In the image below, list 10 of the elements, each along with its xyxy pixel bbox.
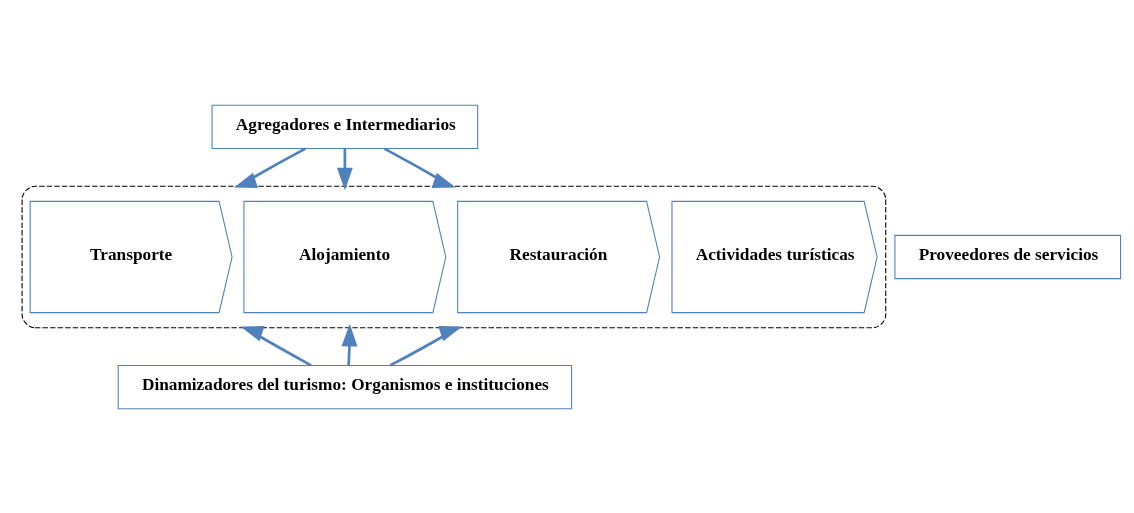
node-box: Agregadores e Intermediarios	[211, 104, 479, 149]
arrow	[389, 325, 463, 367]
arrow	[234, 146, 306, 188]
cluster	[21, 185, 887, 328]
arrow	[336, 148, 353, 190]
arrow	[341, 323, 358, 365]
arrow	[383, 146, 456, 188]
node-box: Proveedores de servicios	[894, 234, 1122, 279]
arrow	[240, 325, 312, 367]
node-box: Dinamizadores del turismo: Organismos e instituciones	[117, 364, 573, 409]
